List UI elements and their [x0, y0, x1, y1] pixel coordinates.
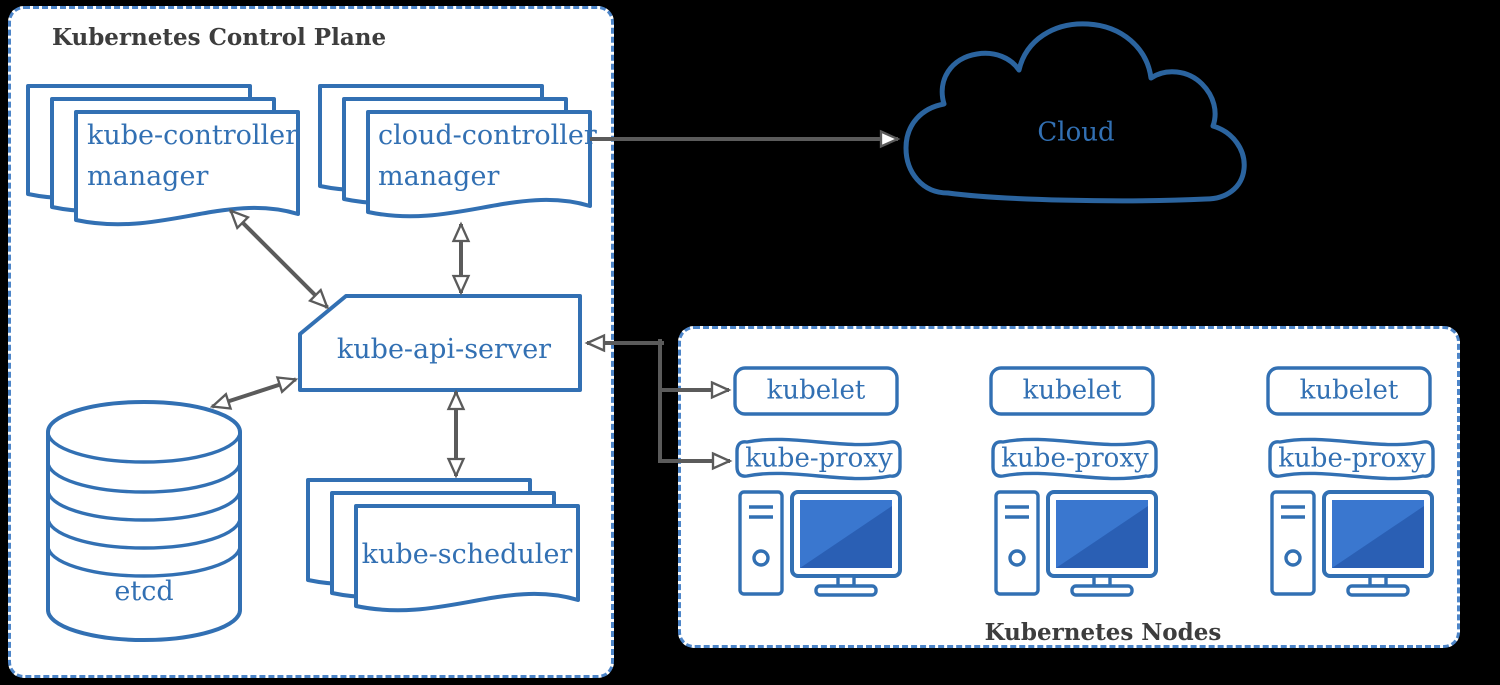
- kubelet-label-1: kubelet: [766, 375, 866, 406]
- cloud-controller-manager-label: cloud-controller manager: [378, 120, 597, 192]
- cloud-shape: [903, 21, 1247, 204]
- control-plane-title: Kubernetes Control Plane: [52, 24, 387, 51]
- kube-proxy-label-1: kube-proxy: [745, 443, 893, 474]
- kube-scheduler-label: kube-scheduler: [361, 538, 573, 570]
- cloud-label: Cloud: [1037, 117, 1115, 148]
- nodes-title: Kubernetes Nodes: [984, 619, 1222, 646]
- kube-proxy-label-2: kube-proxy: [1001, 443, 1149, 474]
- kubelet-label-2: kubelet: [1022, 375, 1122, 406]
- kube-proxy-label-3: kube-proxy: [1278, 443, 1426, 474]
- kube-controller-manager-label: kube-controller manager: [87, 120, 299, 192]
- kube-api-server-label: kube-api-server: [336, 333, 552, 365]
- etcd-label: etcd: [114, 575, 174, 607]
- kubelet-label-3: kubelet: [1299, 375, 1399, 406]
